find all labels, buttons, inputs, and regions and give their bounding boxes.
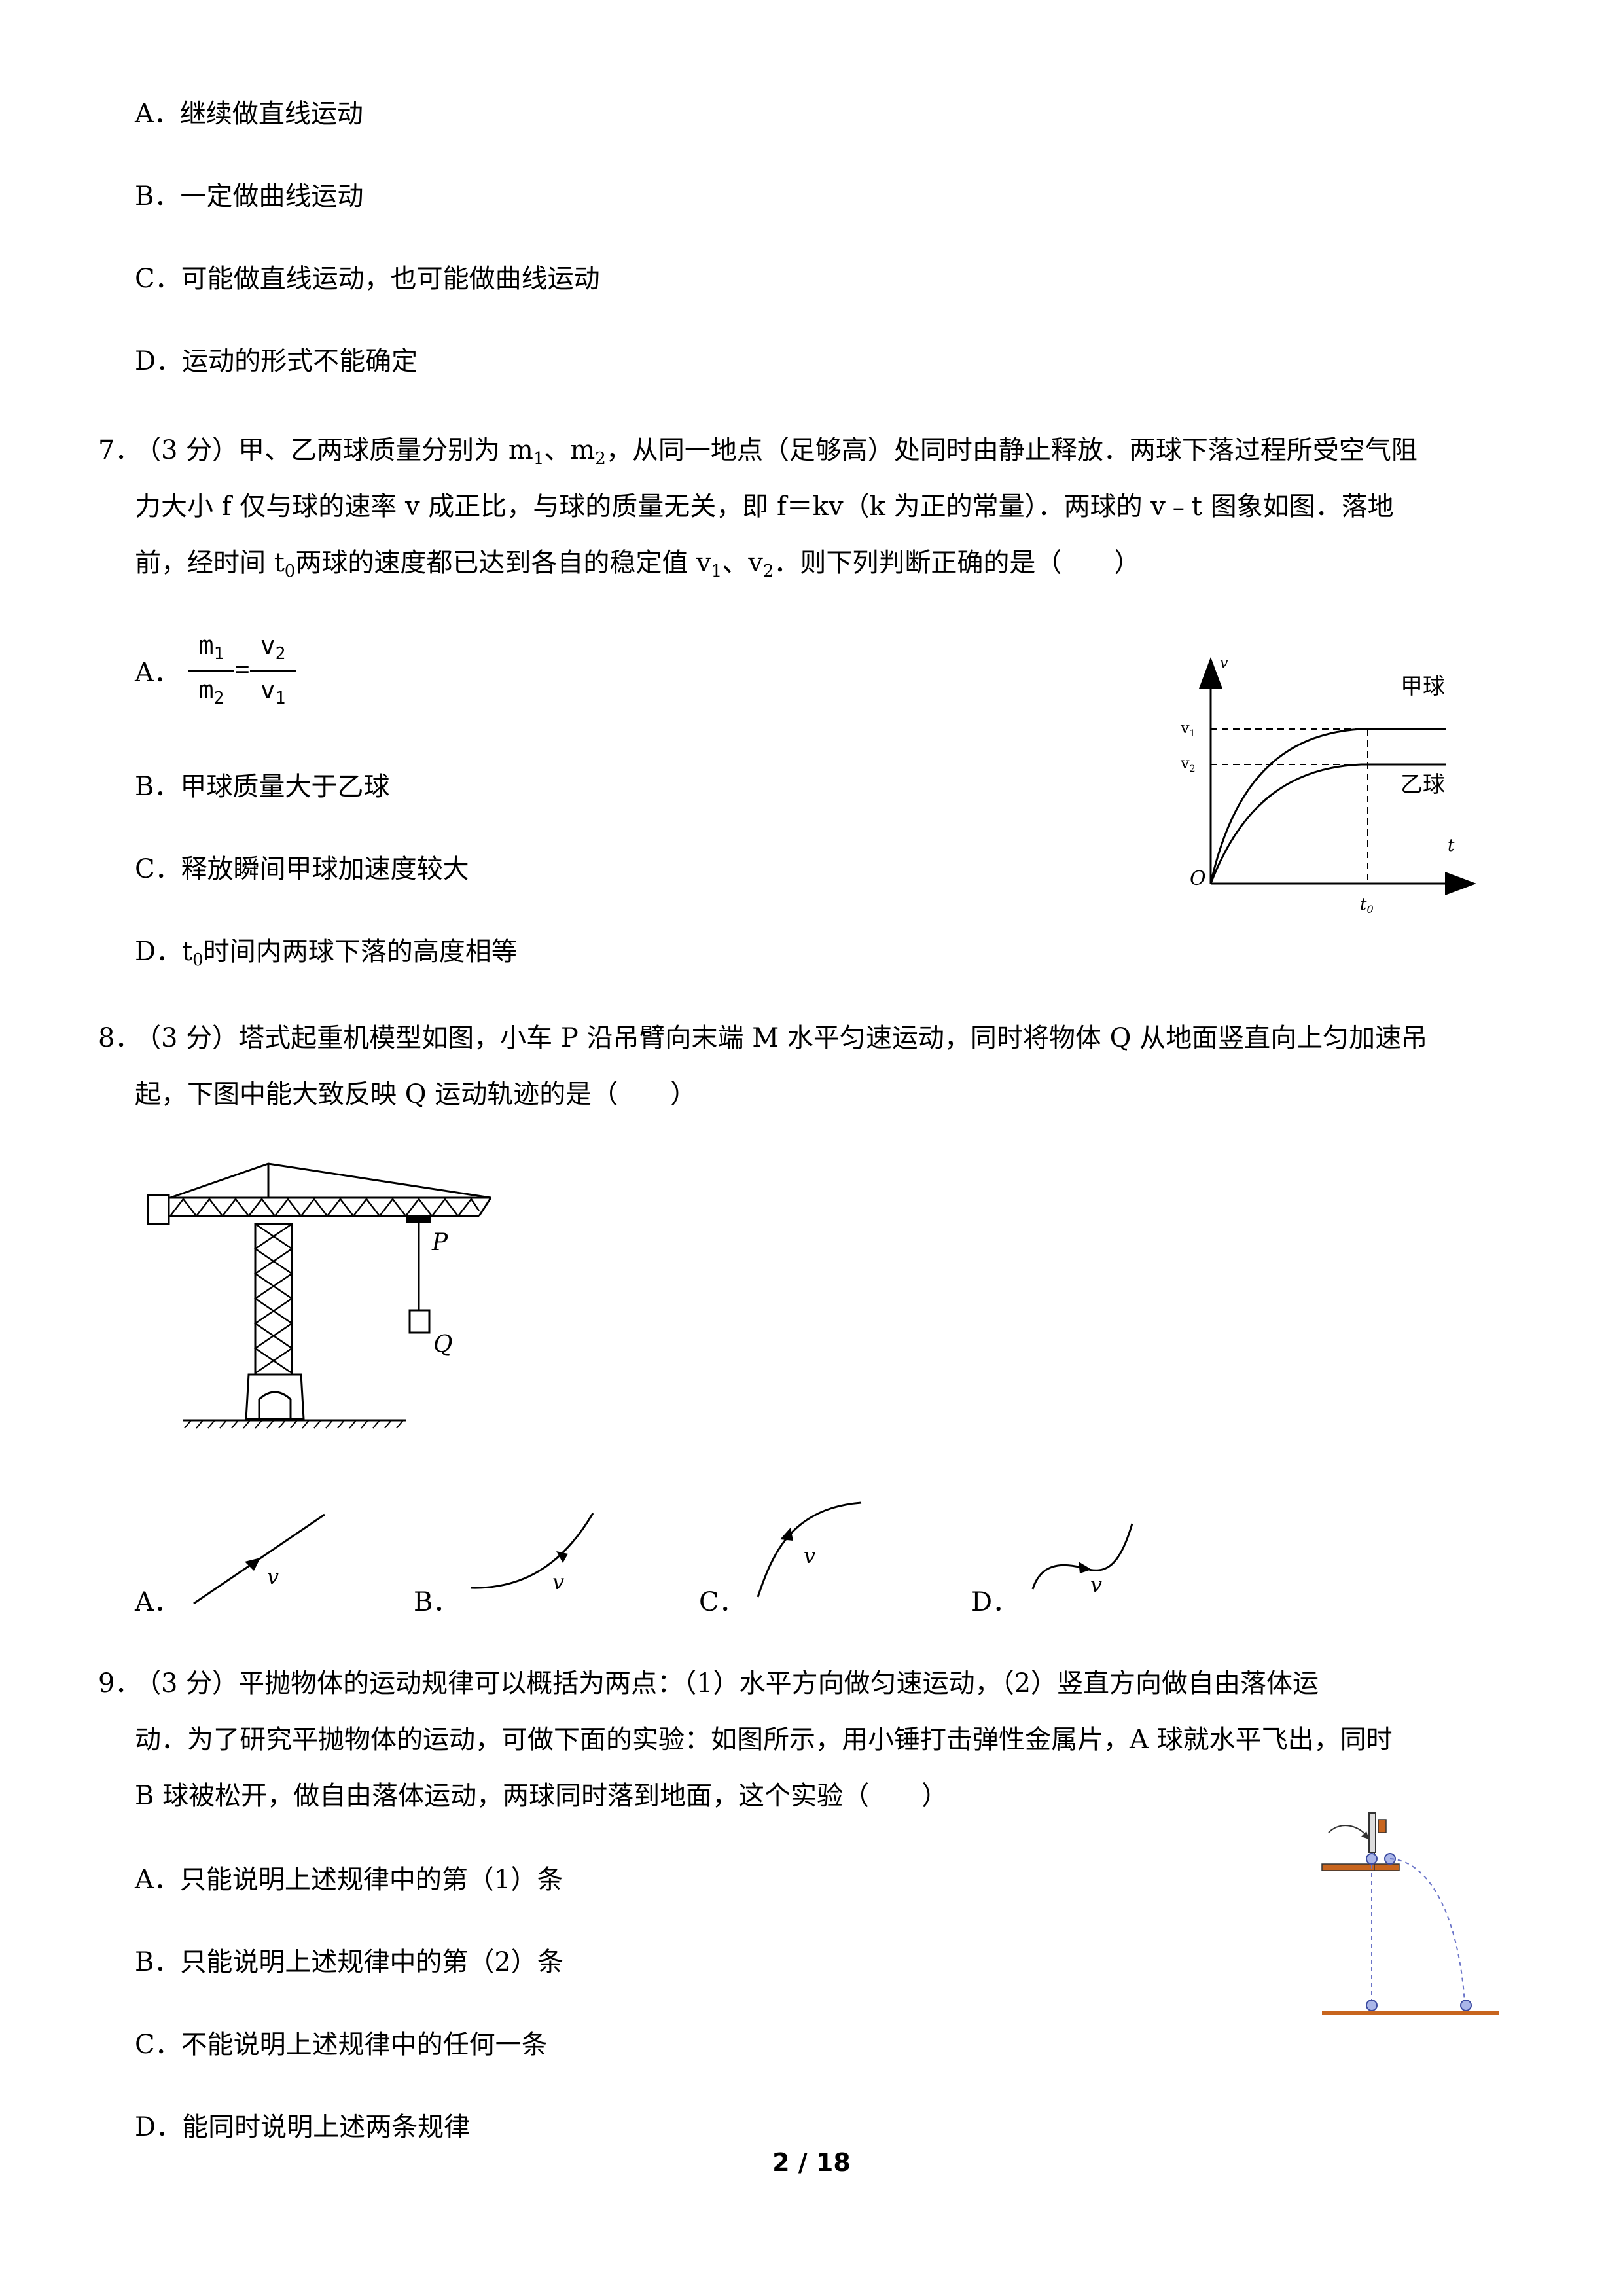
- q8-option-d-trajectory: v: [1031, 1523, 1133, 1597]
- q8-option-a-trajectory: v: [193, 1513, 325, 1605]
- axis-t-label: t: [1448, 836, 1455, 855]
- q9-stem-line-3: B 球被松开，做自由落体运动，两球同时落到地面，这个实验（ ）: [135, 1781, 948, 1811]
- trolley-p: [406, 1216, 431, 1223]
- frac-m1: m1: [198, 631, 224, 664]
- label-q: Q: [433, 1331, 453, 1358]
- q9-option-d: D．能同时说明上述两条规律: [135, 2112, 471, 2142]
- q8-option-b-trajectory: v: [471, 1513, 594, 1594]
- crane-peak: [169, 1162, 491, 1199]
- q7-option-a-formula: m1 m2 = v2 v1: [185, 630, 302, 721]
- frac-v1: v1: [260, 675, 286, 708]
- v2-label: v2: [1180, 754, 1195, 774]
- page-number: 2 / 18: [772, 2148, 851, 2177]
- svg-text:v: v: [267, 1564, 279, 1589]
- q9-option-c: C．不能说明上述规律中的任何一条: [135, 2030, 548, 2060]
- q9-number: 9．: [98, 1668, 141, 1698]
- q7-option-c: C．释放瞬间甲球加速度较大: [135, 854, 469, 884]
- ground-hatch: [184, 1420, 404, 1429]
- frac-bar-right: [250, 670, 296, 672]
- ball-b-label: 乙球: [1400, 772, 1445, 798]
- curve-ball-b: [1209, 763, 1446, 884]
- q8-option-d-label: D．: [971, 1587, 1019, 1617]
- q7-option-b: B．甲球质量大于乙球: [135, 772, 390, 802]
- q7-number: 7．: [98, 435, 141, 465]
- t0-label: t0: [1360, 895, 1374, 916]
- counterweight: [147, 1194, 170, 1225]
- svg-text:v: v: [1090, 1572, 1102, 1597]
- projectile-experiment-diagram: [1321, 1812, 1499, 2015]
- q6-option-d: D．运动的形式不能确定: [135, 346, 418, 376]
- q6-option-c: C．可能做直线运动，也可能做曲线运动: [135, 264, 600, 294]
- q8-option-c-label: C．: [699, 1587, 745, 1617]
- hammer: [1368, 1812, 1376, 1853]
- frac-m2: m2: [198, 675, 224, 708]
- q9-option-a: A．只能说明上述规律中的第（1）条: [135, 1865, 563, 1895]
- axis-v-label: v: [1220, 655, 1228, 672]
- q6-option-a: A．继续做直线运动: [135, 99, 363, 129]
- curve-ball-a: [1209, 728, 1446, 884]
- q8-option-a-label: A．: [135, 1587, 180, 1617]
- svg-text:v: v: [804, 1543, 815, 1568]
- q9-stem-line-2: 动．为了研究平抛物体的运动，可做下面的实验：如图所示，用小锤打击弹性金属片，A …: [135, 1725, 1393, 1755]
- ball-a-label: 甲球: [1400, 673, 1445, 700]
- q8-number: 8．: [98, 1023, 141, 1053]
- frac-equals: =: [234, 655, 250, 683]
- q8-option-c-trajectory: v: [757, 1501, 862, 1598]
- q6-option-b: B．一定做曲线运动: [135, 181, 364, 211]
- q9-option-b: B．只能说明上述规律中的第（2）条: [135, 1947, 563, 1977]
- frac-bar-left: [188, 670, 234, 672]
- projectile-path: [1389, 1858, 1465, 2003]
- q9-stem-line-1: （3 分）平抛物体的运动规律可以概括为两点：（1）水平方向做匀速运动，（2）竖直…: [135, 1668, 1319, 1698]
- platform: [1321, 1863, 1375, 1871]
- tower-base: [245, 1373, 305, 1420]
- q7-option-d: D．t0时间内两球下落的高度相等: [135, 937, 518, 970]
- load-q: [408, 1309, 431, 1334]
- q8-stem-line-2: 起，下图中能大致反映 Q 运动轨迹的是（ ）: [135, 1079, 697, 1109]
- q8-stem-line-1: （3 分）塔式起重机模型如图，小车 P 沿吊臂向末端 M 水平匀速运动，同时将物…: [135, 1023, 1428, 1053]
- crane-diagram: P Q: [147, 1162, 492, 1429]
- q7-stem-line-1: （3 分）甲、乙两球质量分别为 m1、m2，从同一地点（足够高）处同时由静止释放…: [135, 435, 1418, 469]
- origin-label: O: [1190, 867, 1206, 890]
- q7-vt-graph: v t O v1 v2 t0 甲球 乙球: [1180, 655, 1476, 916]
- q7-stem-line-2: 力大小 f 仅与球的速率 v 成正比，与球的质量无关，即 f＝kv（k 为正的常…: [135, 492, 1394, 522]
- ball-b: [1366, 1853, 1378, 1865]
- q8-option-b-label: B．: [414, 1587, 459, 1617]
- v1-label: v1: [1180, 719, 1195, 739]
- ground: [1322, 2011, 1499, 2015]
- svg-text:v: v: [552, 1570, 564, 1594]
- tower-truss: [253, 1223, 294, 1374]
- frac-v2: v2: [260, 631, 286, 664]
- q7-stem-line-3: 前，经时间 t0两球的速度都已达到各自的稳定值 v1、v2．则下列判断正确的是（…: [135, 548, 1141, 581]
- label-p: P: [431, 1229, 448, 1256]
- jib-truss: [169, 1197, 480, 1218]
- q7-option-a-label: A．: [135, 658, 180, 688]
